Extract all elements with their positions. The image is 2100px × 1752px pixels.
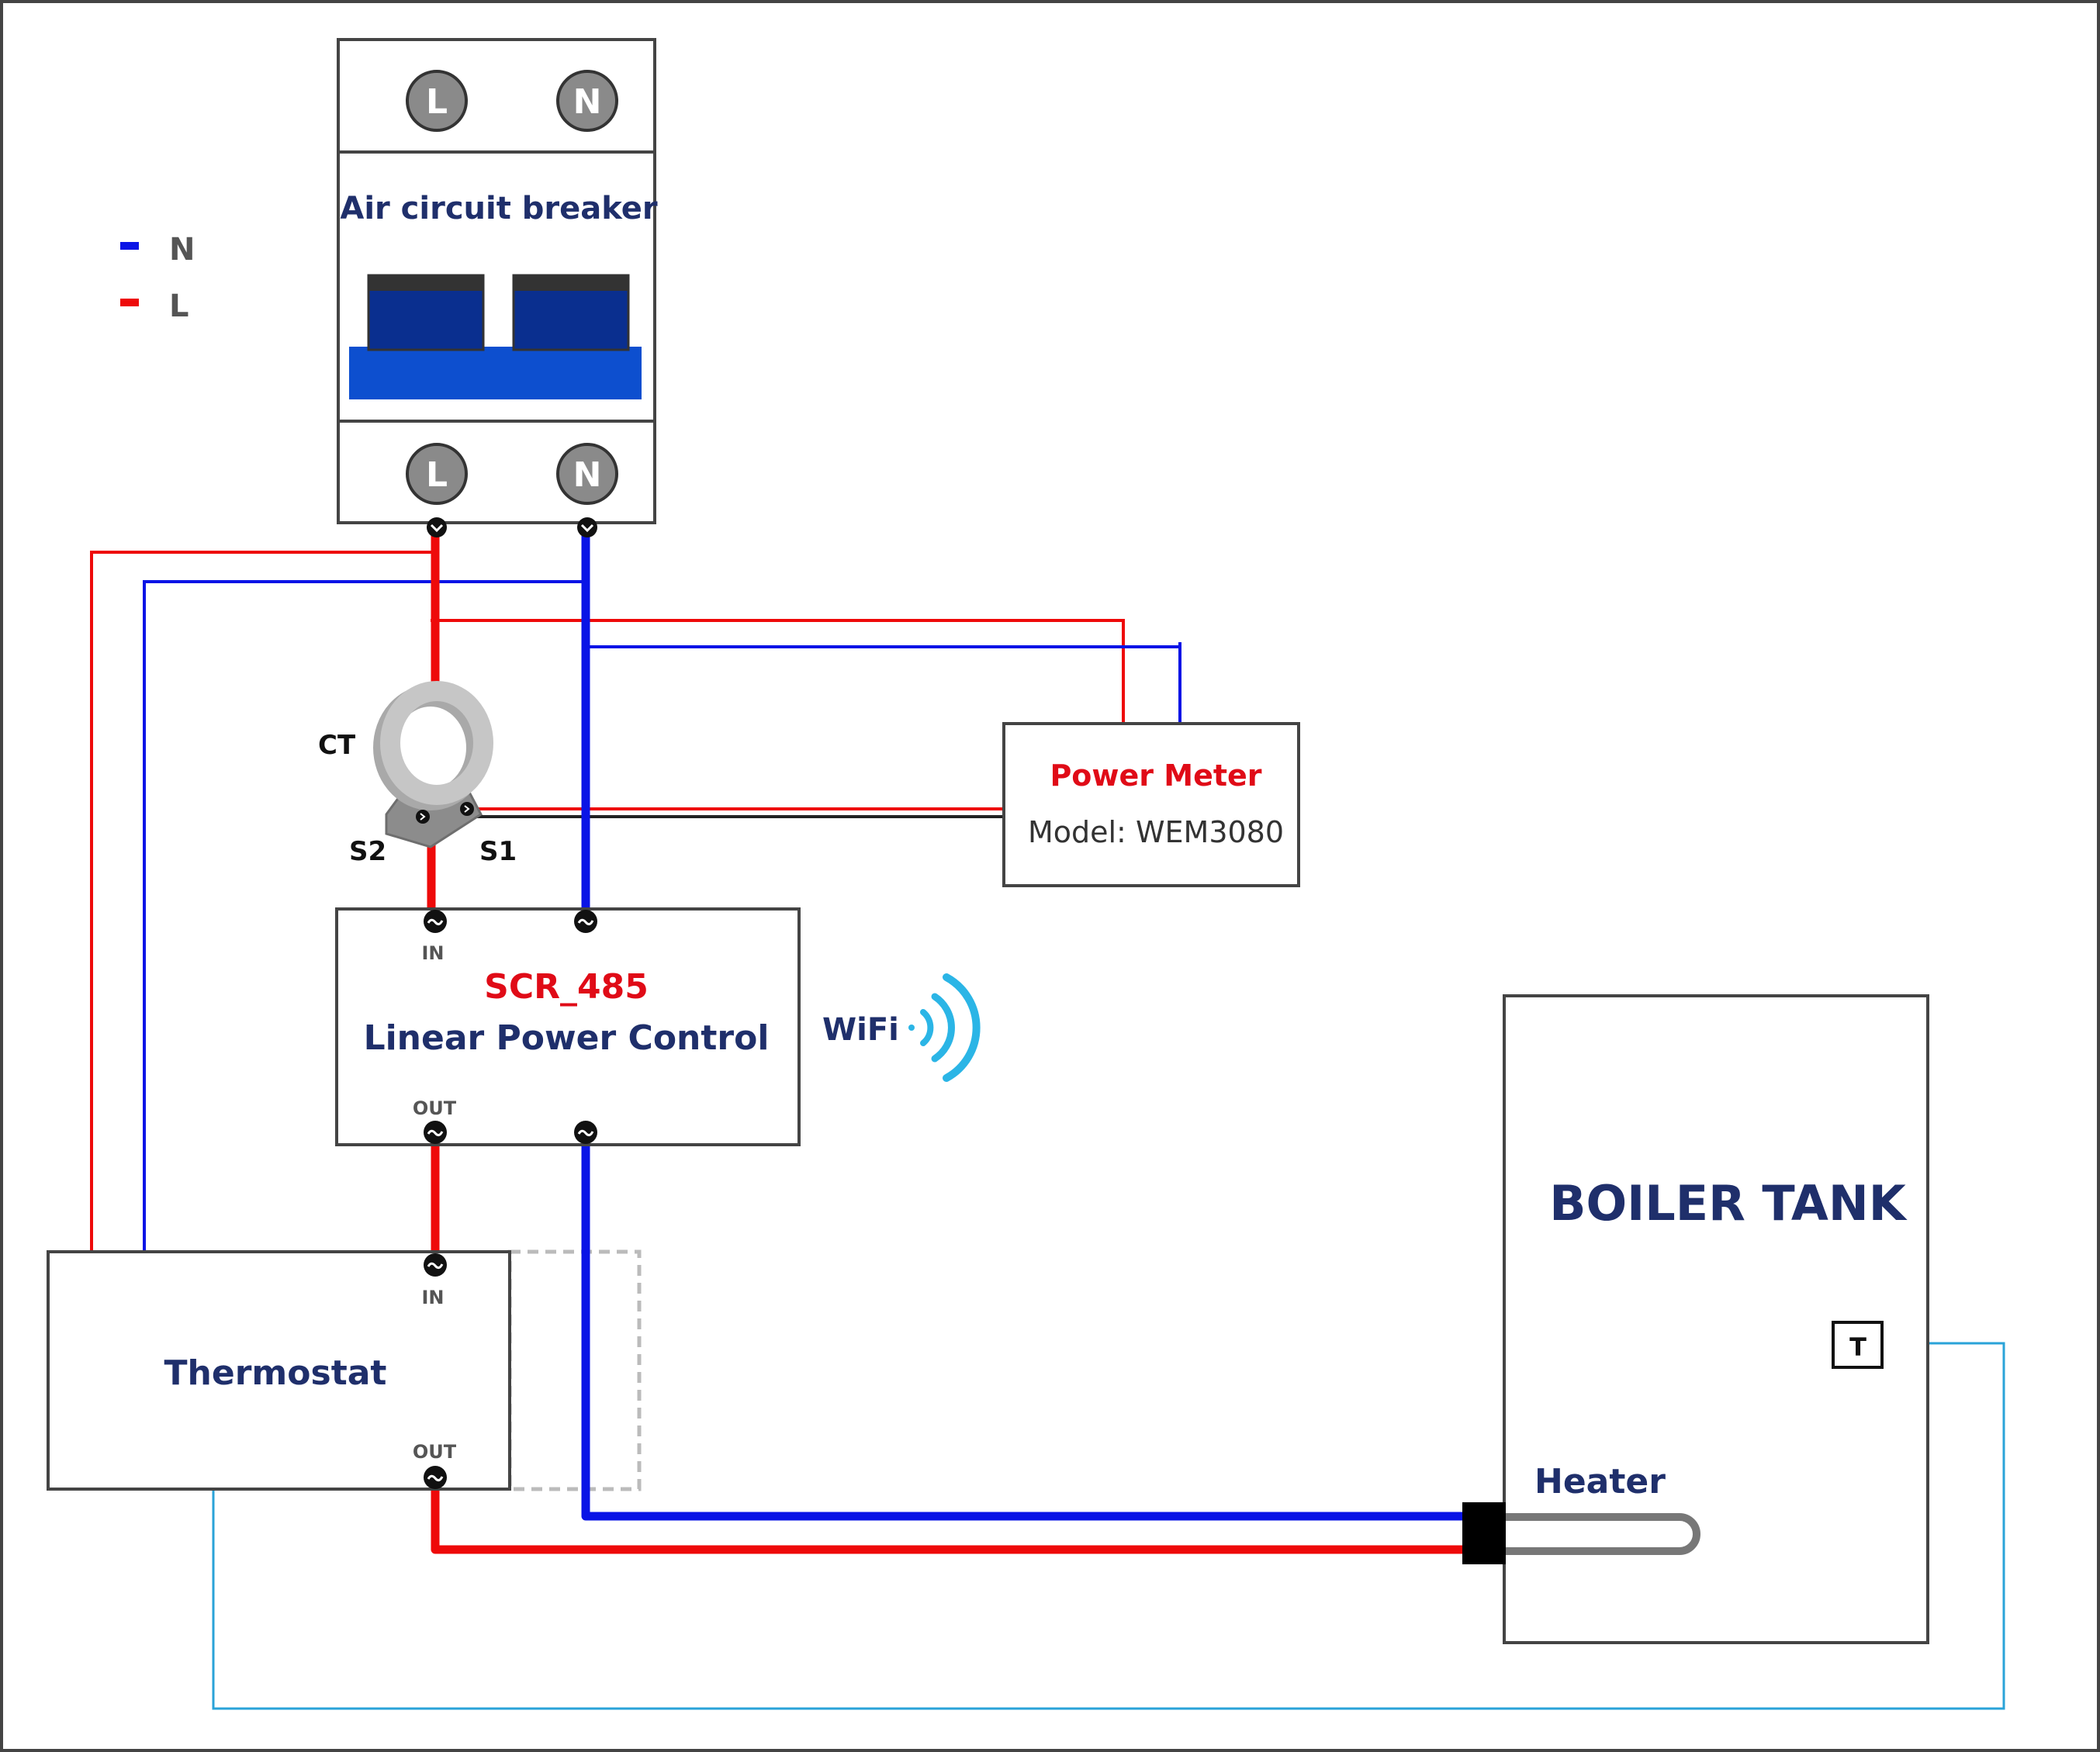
power-meter: Power Meter Model: WEM3080	[1002, 722, 1300, 887]
breaker-bottom-terminal-n-label: N	[573, 455, 602, 495]
breaker-lever-left-cap	[368, 275, 483, 291]
power-wires	[427, 527, 1465, 1554]
breaker-switch-base	[349, 347, 642, 399]
temperature-sensor-box	[1832, 1321, 1884, 1369]
breaker-top-terminal-l-label: L	[426, 82, 448, 122]
legend-neutral-label: N	[169, 232, 195, 268]
ct-label: CT	[318, 730, 356, 761]
legend-live-swatch	[120, 299, 139, 306]
scr-controller: SCR_485 Linear Power Control IN OUT	[335, 907, 801, 1146]
sensor-wire	[212, 1342, 2005, 1710]
scr-out-label: OUT	[413, 1097, 457, 1119]
breaker-lever-right-cap	[514, 275, 628, 291]
breaker-n-output-dot	[577, 517, 597, 537]
boiler-tank-title: BOILER TANK	[1549, 1175, 1908, 1232]
scr-subtitle: Linear Power Control	[364, 1018, 770, 1058]
heater-element	[1501, 1513, 1700, 1555]
power-meter-model: Model: WEM3080	[1028, 815, 1284, 849]
power-meter-box	[1002, 722, 1300, 887]
legend: N L	[120, 232, 195, 324]
breaker-top-terminal-n: N	[556, 70, 618, 132]
thermostat: Thermostat IN OUT	[47, 1250, 511, 1491]
thermostat-in-terminal	[424, 1253, 447, 1277]
heater-connector-block	[1462, 1502, 1506, 1564]
ct-s1-terminal	[460, 802, 474, 816]
thermostat-in-label: IN	[421, 1287, 444, 1308]
legend-neutral-swatch	[120, 242, 139, 250]
boiler-tank-box	[1503, 994, 1929, 1644]
wifi-label: WiFi	[822, 1012, 899, 1048]
breaker-title: Air circuit breaker	[340, 191, 658, 226]
ct-s2-terminal	[416, 810, 430, 824]
meter-live-supply-wire	[431, 619, 1125, 723]
live-thermostat-to-heater-wire	[431, 1476, 1465, 1554]
thermostat-live-supply-wire	[90, 551, 436, 1252]
scr-in-neutral-terminal	[574, 910, 597, 933]
scr-in-label: IN	[421, 942, 444, 964]
air-circuit-breaker: Air circuit breaker L N L N	[337, 38, 658, 537]
ct-s2-label: S2	[349, 836, 386, 867]
scr-title: SCR_485	[484, 967, 649, 1007]
breaker-l-output-dot	[427, 517, 447, 537]
scr-out-neutral-terminal	[574, 1121, 597, 1144]
temperature-sensor-label: T	[1849, 1332, 1866, 1362]
scr-box	[335, 907, 801, 1146]
thermostat-title: Thermostat	[164, 1353, 387, 1393]
scr-out-live-terminal	[424, 1121, 447, 1144]
breaker-top-terminal-l: L	[406, 70, 468, 132]
heater-label: Heater	[1534, 1462, 1666, 1501]
breaker-top-terminal-n-label: N	[573, 82, 602, 122]
current-transformer: CT S2 S1	[318, 681, 517, 867]
legend-live-label: L	[169, 289, 189, 324]
boiler-tank: BOILER TANK Heater T	[1462, 994, 1929, 1644]
breaker-bottom-terminal-l-label: L	[426, 455, 448, 495]
thermostat-box	[47, 1250, 511, 1491]
ct-ring	[380, 681, 493, 805]
wifi-signal-icon	[908, 973, 981, 1082]
thermostat-out-terminal	[424, 1466, 447, 1489]
neutral-scr-to-heater-wire	[581, 1131, 1465, 1521]
breaker-bottom-terminal-l: L	[406, 443, 468, 505]
wifi-indicator: WiFi	[822, 973, 981, 1082]
ct-s1-label: S1	[479, 836, 517, 867]
scr-in-live-terminal	[424, 910, 447, 933]
thermostat-out-label: OUT	[413, 1441, 457, 1463]
breaker-bottom-terminal-n: N	[556, 443, 618, 505]
power-meter-title: Power Meter	[1050, 759, 1261, 793]
